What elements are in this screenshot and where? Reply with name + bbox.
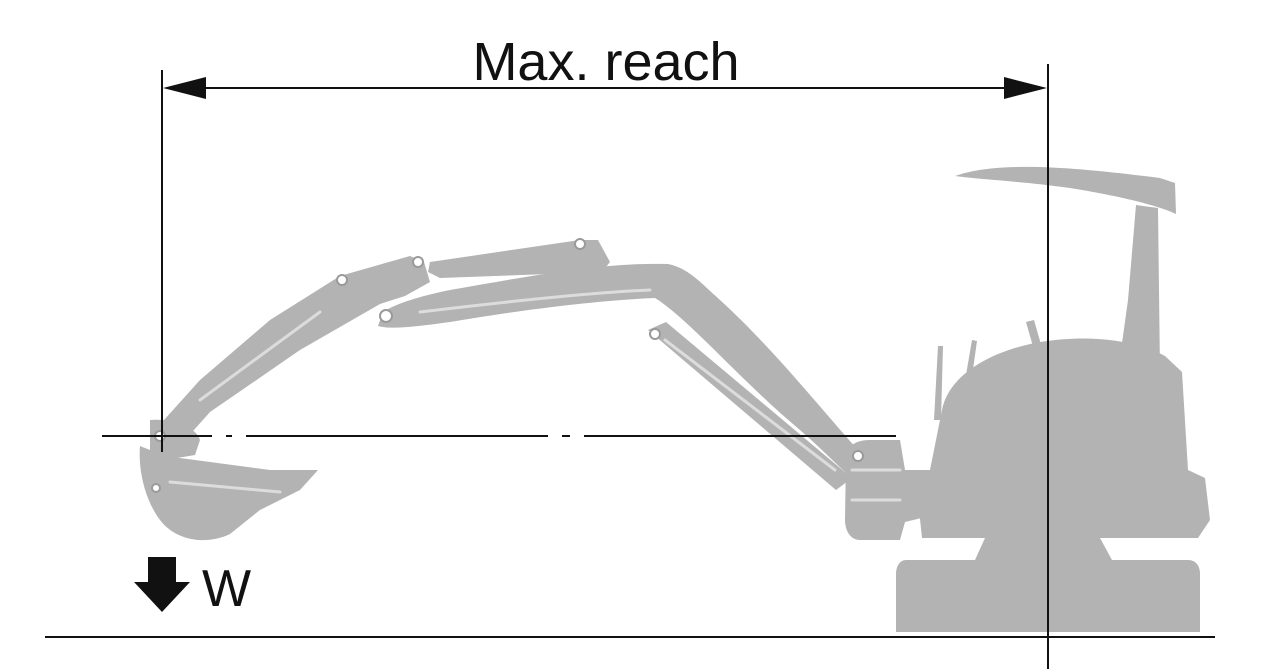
arm-highlight: [198, 310, 322, 402]
canopy-roof: [955, 166, 1176, 214]
pin-arm-boom: [379, 309, 393, 323]
right-arrowhead: [1004, 77, 1047, 99]
max-reach-label: Max. reach: [472, 32, 739, 92]
control-lever-right: [1026, 320, 1042, 350]
dimension-lines: [45, 64, 1215, 669]
bucket: [139, 446, 318, 541]
pin-arm-cyl-rear: [574, 238, 586, 250]
arm: [155, 256, 430, 450]
pin-bucket-link: [151, 483, 161, 493]
bucket-cylinder: [232, 290, 340, 372]
machine-highlights: [168, 288, 902, 502]
load-label: W: [202, 560, 251, 618]
control-lever-left: [934, 346, 943, 420]
excavator: [139, 166, 1210, 632]
bucket-highlight: [168, 480, 282, 494]
canopy-post: [1118, 205, 1160, 372]
undercarriage-centre: [975, 538, 1112, 560]
pin-arm-top: [336, 274, 348, 286]
boom-cylinder-highlight: [663, 338, 837, 472]
left-arrowhead: [163, 77, 206, 99]
swing-bracket: [845, 440, 934, 540]
swing-bracket-highlight: [850, 468, 902, 502]
excavator-body: [918, 338, 1210, 538]
pin-boom-cyl: [649, 328, 661, 340]
boom-highlight: [418, 288, 652, 314]
pin-arm-cyl: [412, 256, 424, 268]
arm-cylinder: [428, 240, 610, 278]
dimension-arrowheads: [163, 77, 1047, 99]
pin-boom-base: [852, 450, 864, 462]
down-arrow-icon: [134, 557, 190, 612]
boom: [378, 263, 860, 478]
control-lever-mid: [960, 340, 977, 412]
